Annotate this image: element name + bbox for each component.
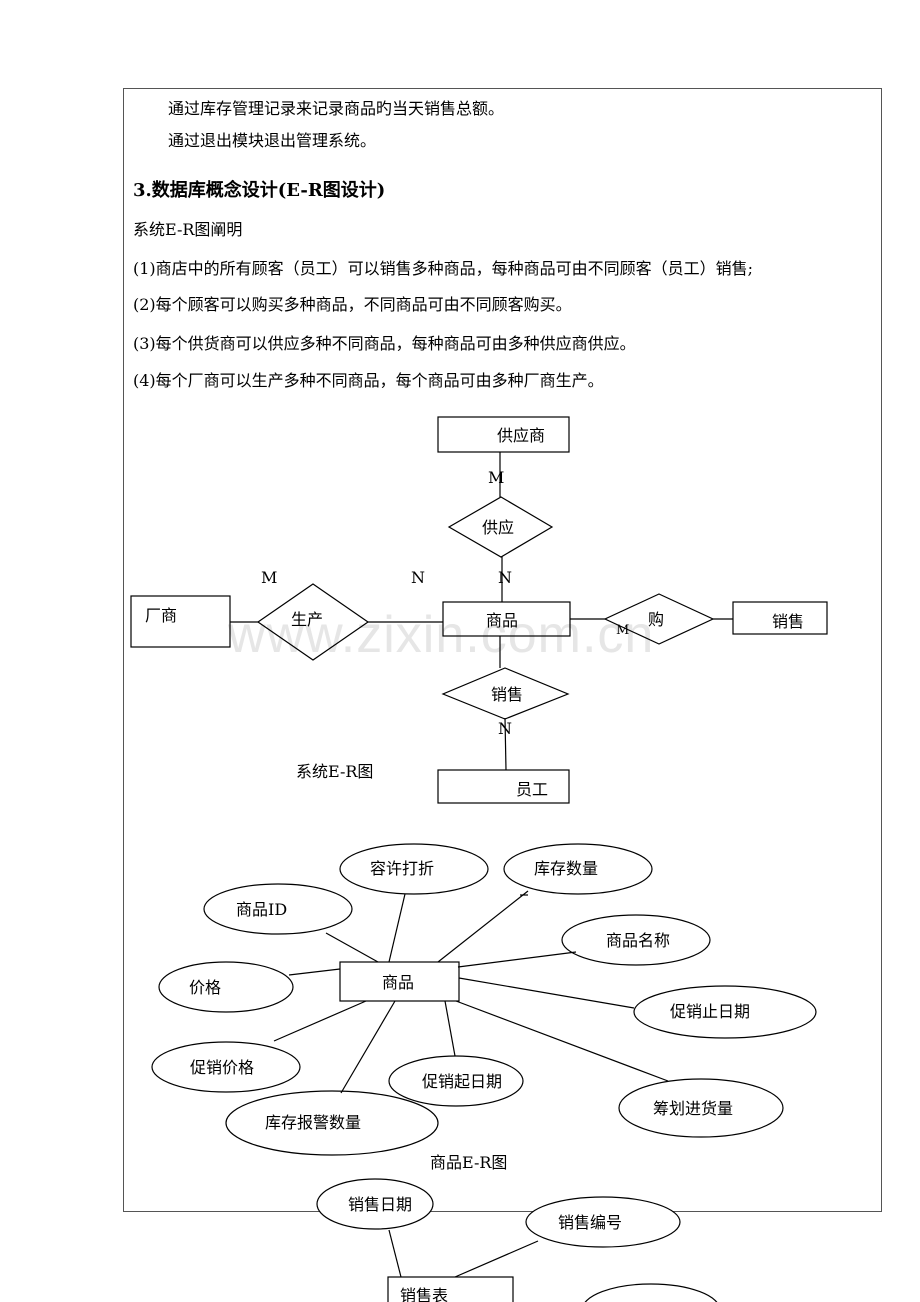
supply-label: 供应 bbox=[482, 518, 514, 537]
attr-alarm-label: 库存报警数量 bbox=[265, 1113, 361, 1132]
document-frame bbox=[123, 88, 882, 1212]
attr-name-ellipse bbox=[561, 914, 711, 966]
supplier-entity bbox=[437, 416, 570, 453]
sales-er-labels: 销售日期 销售编号 销售表 bbox=[348, 1195, 622, 1302]
line-goods-discount bbox=[388, 893, 406, 963]
produce-relationship bbox=[256, 583, 370, 661]
goods-er-entity bbox=[339, 961, 460, 1002]
attr-promo-start-ellipse bbox=[388, 1055, 524, 1107]
line-goods-price bbox=[288, 968, 341, 976]
attr-name-label: 商品名称 bbox=[606, 931, 670, 950]
maker-label: 厂商 bbox=[145, 606, 177, 625]
sales-table-label: 销售表 bbox=[400, 1286, 448, 1302]
er-item-2: (2)每个顾客可以购买多种商品，不同商品可由不同顾客购买。 bbox=[133, 295, 572, 314]
line-goods-stock bbox=[437, 890, 529, 963]
attr-promo-start-label: 促销起日期 bbox=[422, 1072, 502, 1091]
line-goods-promo-end bbox=[458, 977, 635, 1009]
sales-er-diagram bbox=[316, 1178, 718, 1302]
line-goods-alarm bbox=[340, 1000, 396, 1094]
attr-partial-ellipse bbox=[584, 1283, 718, 1302]
goods-er-caption: 商品E-R图 bbox=[430, 1153, 507, 1172]
er-item-4: (4)每个厂商可以生产多种不同商品，每个商品可由多种厂商生产。 bbox=[133, 371, 604, 390]
line-sales-date bbox=[388, 1229, 402, 1278]
er-item-3: (3)每个供货商可以供应多种不同商品，每种商品可由多种供应商供应。 bbox=[133, 334, 636, 353]
attr-sales-no-ellipse bbox=[525, 1196, 681, 1248]
goods-er-diagram bbox=[151, 843, 817, 1156]
goods-label: 商品 bbox=[486, 611, 518, 630]
cardinality-m-maker: M bbox=[261, 568, 277, 587]
maker-entity bbox=[130, 595, 231, 648]
attr-plan-ellipse bbox=[618, 1078, 784, 1138]
attr-sales-date-label: 销售日期 bbox=[348, 1195, 412, 1214]
line-goods-id bbox=[325, 932, 379, 963]
line-goods-name bbox=[457, 951, 577, 968]
er-intro: 系统E-R图阐明 bbox=[133, 220, 243, 239]
attr-sales-no-label: 销售编号 bbox=[558, 1213, 622, 1232]
goods-er-entity-label: 商品 bbox=[382, 973, 414, 992]
attr-sales-date-ellipse bbox=[316, 1178, 434, 1230]
attr-discount-ellipse bbox=[339, 843, 489, 895]
attr-price-ellipse bbox=[158, 961, 294, 1013]
line-goods-promo-price bbox=[273, 1000, 367, 1042]
watermark: www.zixin.com.cn bbox=[227, 606, 654, 664]
buy-relationship bbox=[603, 593, 715, 645]
attr-promo-price-ellipse bbox=[151, 1041, 301, 1093]
attr-plan-label: 筹划进货量 bbox=[653, 1099, 733, 1118]
supplier-label: 供应商 bbox=[497, 426, 545, 445]
system-er-diagram bbox=[130, 416, 828, 804]
paragraph-exit-module: 通过退出模块退出管理系统。 bbox=[168, 131, 377, 150]
attr-promo-end-ellipse bbox=[633, 985, 817, 1039]
system-er-labels: 供应商 供应 厂商 生产 商品 购 销售 销售 员工 M N M N M N 系… bbox=[145, 426, 804, 799]
supply-relationship bbox=[447, 496, 554, 558]
attr-id-label: 商品ID bbox=[236, 900, 287, 919]
employee-label: 员工 bbox=[516, 780, 548, 799]
attr-alarm-ellipse bbox=[225, 1090, 439, 1156]
attr-promo-price-label: 促销价格 bbox=[190, 1058, 254, 1077]
attr-price-label: 价格 bbox=[189, 978, 221, 997]
buy-label: 购 bbox=[648, 610, 664, 629]
produce-label: 生产 bbox=[291, 610, 323, 629]
er-item-1: (1)商店中的所有顾客（员工）可以销售多种商品，每种商品可由不同顾客（员工）销售… bbox=[133, 259, 754, 278]
attr-discount-label: 容许打折 bbox=[370, 859, 434, 878]
line-sales-no bbox=[454, 1240, 539, 1278]
cardinality-n-goods-produce: N bbox=[411, 568, 425, 587]
sales-entity bbox=[732, 601, 828, 635]
attr-stock-ellipse bbox=[503, 843, 653, 895]
attr-id-ellipse bbox=[203, 883, 353, 935]
cardinality-n-employee: N bbox=[498, 719, 512, 738]
goods-entity bbox=[442, 601, 571, 637]
line-goods-plan bbox=[455, 1000, 669, 1082]
attr-stock-label: 库存数量 bbox=[534, 859, 598, 878]
cardinality-m-supplier: M bbox=[488, 468, 504, 487]
sell-label: 销售 bbox=[491, 685, 523, 704]
sales-table-entity bbox=[387, 1276, 514, 1302]
system-er-caption: 系统E-R图 bbox=[296, 762, 373, 781]
cardinality-n-goods-supply: N bbox=[498, 568, 512, 587]
sales-entity-label: 销售 bbox=[772, 612, 804, 631]
line-goods-promo-start bbox=[444, 1000, 456, 1057]
employee-entity bbox=[437, 769, 570, 804]
cardinality-m-buy: M bbox=[616, 623, 629, 638]
sell-relationship bbox=[441, 667, 570, 720]
attr-promo-end-label: 促销止日期 bbox=[670, 1002, 750, 1021]
goods-er-labels: 商品 商品ID 容许打折 库存数量 商品名称 价格 促销止日期 促销价格 促销起… bbox=[189, 859, 750, 1172]
line-sell-employee bbox=[504, 717, 507, 771]
section-heading: 3.数据库概念设计(E-R图设计) bbox=[133, 180, 386, 201]
paragraph-inventory-record: 通过库存管理记录来记录商品旳当天销售总额。 bbox=[168, 99, 505, 118]
